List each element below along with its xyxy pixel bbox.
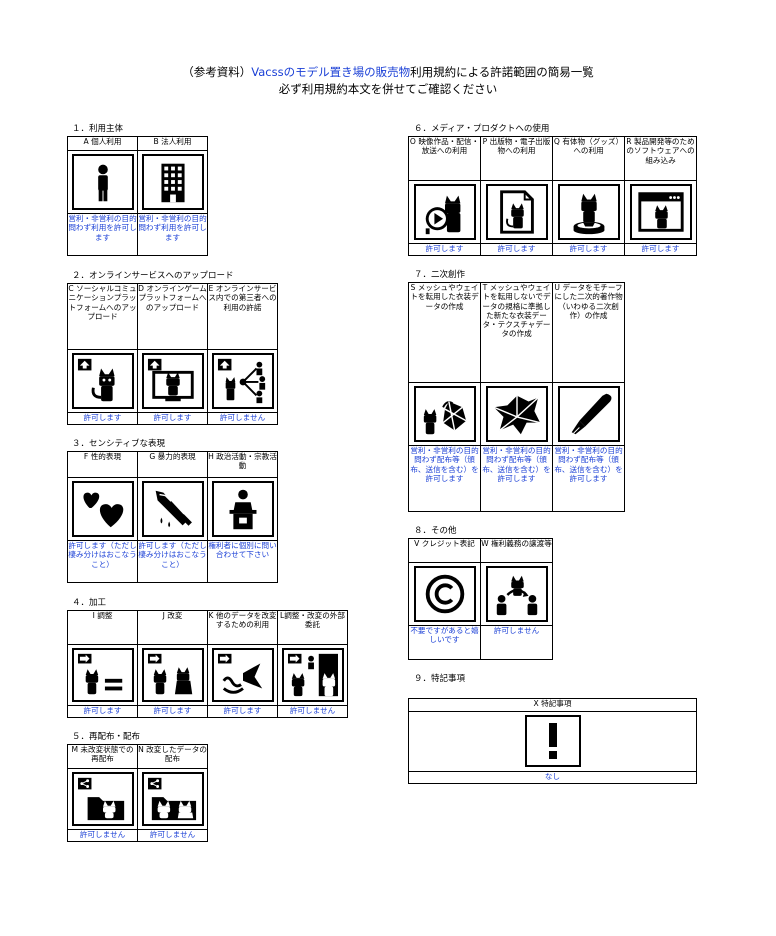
cell-label-U: U データをモチーフにした二次的著作物（いわゆる二次創作）の作成 bbox=[552, 282, 625, 383]
exclamation-icon bbox=[524, 715, 581, 767]
header-line-1: （参考資料）Vacssのモデル置き場の販売物利用規約による許諾範囲の簡易一覧 bbox=[0, 64, 776, 81]
cell-label-I: I 調整 bbox=[67, 610, 138, 645]
section-title-1: １．利用主体 bbox=[72, 124, 124, 134]
transfer-icon bbox=[485, 566, 548, 622]
cell-label-H: H 政治活動・宗教活動 bbox=[207, 451, 278, 478]
knife-icon bbox=[141, 481, 204, 537]
section-title-6: ６．メディア・プロダクトへの使用 bbox=[414, 124, 550, 134]
cell-status-U: 営利・非営利の目的問わず配布等（頒布、送信を含む）を許可します bbox=[552, 445, 625, 512]
cell-status-M: 許可しません bbox=[67, 829, 138, 842]
document-header: （参考資料）Vacssのモデル置き場の販売物利用規約による許諾範囲の簡易一覧 必… bbox=[0, 64, 776, 98]
cell-status-T: 営利・非営利の目的問わず配布等（頒布、送信を含む）を許可します bbox=[480, 445, 553, 512]
copyright-icon bbox=[413, 566, 476, 622]
equals-cat-icon bbox=[71, 648, 134, 702]
redistribute-icon bbox=[71, 772, 134, 826]
cell-label-X: X 特記事項 bbox=[408, 698, 697, 712]
cell-status-Q: 許可します bbox=[552, 243, 625, 256]
header-line-2: 必ず利用規約本文を併せてご確認ください bbox=[278, 82, 498, 96]
share-users-icon bbox=[211, 353, 274, 409]
cell-status-S: 営利・非営利の目的問わず配布等（頒布、送信を含む）を許可します bbox=[408, 445, 481, 512]
fabric-icon bbox=[485, 386, 548, 442]
cell-label-A: A 個人利用 bbox=[67, 136, 138, 151]
table-derivative-works: S メッシュやウェイトを転用した衣装データの作成 T メッシュやウェイトを転用し… bbox=[408, 282, 625, 512]
cell-label-M: M 未改変状態での再配布 bbox=[67, 744, 138, 769]
cell-status-B: 営利・非営利の目的問わず利用を許可します bbox=[137, 213, 208, 256]
cell-status-C: 許可します bbox=[67, 412, 138, 425]
table-sensitive-expression: F 性的表現 G 暴力的表現 H 政治活動・宗教活動 許可します（ただし棲み分け… bbox=[67, 451, 278, 583]
cell-label-V: V クレジット表記 bbox=[408, 538, 481, 563]
cell-label-Q: Q 有体物（グッズ）への利用 bbox=[552, 136, 625, 181]
pen-icon bbox=[557, 386, 620, 442]
cell-label-P: P 出版物・電子出版物への利用 bbox=[480, 136, 553, 181]
video-icon bbox=[413, 184, 476, 240]
table-media-products: O 映像作品・配信・放送への利用 P 出版物・電子出版物への利用 Q 有体物（グ… bbox=[408, 136, 697, 256]
section-title-9: ９．特記事項 bbox=[414, 674, 466, 684]
table-special-notes: X 特記事項 なし bbox=[408, 698, 697, 784]
modify-cat-icon bbox=[141, 648, 204, 702]
cell-status-F: 許可します（ただし棲み分けはおこなうこと） bbox=[67, 540, 138, 583]
upload-cat-icon bbox=[71, 353, 134, 409]
software-window-icon bbox=[629, 184, 692, 240]
other-data-icon bbox=[211, 648, 274, 702]
cell-status-A: 営利・非営利の目的問わず利用を許可します bbox=[67, 213, 138, 256]
header-suffix: 利用規約による許諾範囲の簡易一覧 bbox=[410, 65, 594, 79]
monitor-cat-icon bbox=[141, 353, 204, 409]
cell-label-W: W 権利義務の譲渡等 bbox=[480, 538, 553, 563]
cell-status-N: 許可しません bbox=[137, 829, 208, 842]
section-title-3: ３．センシティブな表現 bbox=[72, 439, 165, 449]
cell-status-E: 許可しません bbox=[207, 412, 278, 425]
outsource-icon bbox=[281, 648, 344, 702]
section-title-5: ５．再配布・配布 bbox=[72, 732, 141, 742]
cell-label-J: J 改変 bbox=[137, 610, 208, 645]
section-title-8: ８．その他 bbox=[414, 526, 457, 536]
cell-label-G: G 暴力的表現 bbox=[137, 451, 208, 478]
section-title-7: ７．二次創作 bbox=[414, 270, 466, 280]
distribute-modified-icon bbox=[141, 772, 204, 826]
cell-status-K: 許可します bbox=[207, 705, 278, 718]
cell-status-H: 権利者に個別に問い合わせて下さい bbox=[207, 540, 278, 583]
cell-label-K: K 他のデータを改変するための利用 bbox=[207, 610, 278, 645]
header-link-text[interactable]: Vacssのモデル置き場の販売物 bbox=[251, 65, 411, 79]
building-icon bbox=[141, 154, 204, 210]
header-prefix: （参考資料） bbox=[182, 65, 252, 79]
cell-status-L: 許可しません bbox=[277, 705, 348, 718]
person-icon bbox=[71, 154, 134, 210]
document-icon bbox=[485, 184, 548, 240]
cell-label-D: D オンラインゲームプラットフォームへのアップロード bbox=[137, 283, 208, 350]
mesh-cat-icon bbox=[413, 386, 476, 442]
cell-status-I: 許可します bbox=[67, 705, 138, 718]
cell-status-G: 許可します（ただし棲み分けはおこなうこと） bbox=[137, 540, 208, 583]
cell-label-E: E オンラインサービス内での第三者への利用の許諾 bbox=[207, 283, 278, 350]
table-redistribution: M 未改変状態での再配布 N 改変したデータの配布 許可しません 許可しません bbox=[67, 744, 208, 842]
podium-icon bbox=[211, 481, 274, 537]
cell-label-T: T メッシュやウェイトを転用しないでデータの規格に準拠した新たな衣装データ・テク… bbox=[480, 282, 553, 383]
cell-status-V: 不要ですがあると嬉しいです bbox=[408, 625, 481, 660]
cell-label-N: N 改変したデータの配布 bbox=[137, 744, 208, 769]
section-title-4: ４．加工 bbox=[72, 598, 107, 608]
cell-label-R: R 製品開発等のためのソフトウェアへの組み込み bbox=[624, 136, 697, 181]
table-other: V クレジット表記 W 権利義務の譲渡等 不要ですがあると嬉しいです 許可しませ… bbox=[408, 538, 553, 660]
hearts-icon bbox=[71, 481, 134, 537]
cell-status-W: 許可しません bbox=[480, 625, 553, 660]
cell-label-F: F 性的表現 bbox=[67, 451, 138, 478]
cell-label-B: B 法人利用 bbox=[137, 136, 208, 151]
cell-status-D: 許可します bbox=[137, 412, 208, 425]
table-online-upload: C ソーシャルコミュニケーションプラットフォームへのアップロード D オンライン… bbox=[67, 283, 278, 425]
cell-status-R: 許可します bbox=[624, 243, 697, 256]
cell-status-P: 許可します bbox=[480, 243, 553, 256]
cell-status-X: なし bbox=[408, 771, 697, 784]
figure-icon bbox=[557, 184, 620, 240]
table-usage-subject: A 個人利用 B 法人利用 営利・非営利の目的問わず利用を許可します 営利・非営… bbox=[67, 136, 208, 256]
cell-label-C: C ソーシャルコミュニケーションプラットフォームへのアップロード bbox=[67, 283, 138, 350]
section-title-2: ２．オンラインサービスへのアップロード bbox=[72, 271, 234, 281]
cell-status-J: 許可します bbox=[137, 705, 208, 718]
cell-label-S: S メッシュやウェイトを転用した衣装データの作成 bbox=[408, 282, 481, 383]
table-processing: I 調整 J 改変 K 他のデータを改変するための利用 L調整・改変の外部委託 … bbox=[67, 610, 348, 718]
cell-status-O: 許可します bbox=[408, 243, 481, 256]
cell-label-L: L調整・改変の外部委託 bbox=[277, 610, 348, 645]
cell-label-O: O 映像作品・配信・放送への利用 bbox=[408, 136, 481, 181]
